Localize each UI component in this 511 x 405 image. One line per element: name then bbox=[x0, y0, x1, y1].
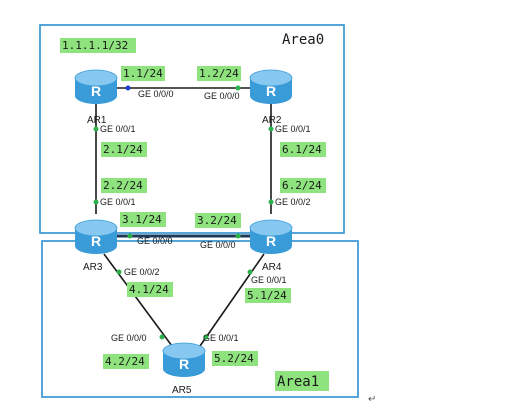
tag-1-2: 1.2/24 bbox=[197, 66, 241, 81]
router-ar2[interactable]: R bbox=[249, 69, 293, 104]
port-dot-ar3-down bbox=[116, 269, 122, 275]
area1-region: Area1 bbox=[41, 240, 359, 398]
router-letter-ar4: R bbox=[266, 233, 276, 249]
port-label-ar5-ge000: GE 0/0/0 bbox=[111, 333, 147, 343]
tag-2-2: 2.2/24 bbox=[101, 178, 147, 193]
tag-loopback: 1.1.1.1/32 bbox=[60, 38, 136, 53]
area1-border bbox=[41, 240, 359, 398]
port-label-ar4-ge001: GE 0/0/1 bbox=[251, 275, 287, 285]
port-dot-ar5-left bbox=[159, 334, 165, 340]
tag-3-2: 3.2/24 bbox=[195, 213, 241, 228]
svg-text:4.1/24: 4.1/24 bbox=[129, 283, 169, 296]
port-dot-ar1-right bbox=[125, 85, 131, 91]
tag-3-1: 3.1/24 bbox=[120, 212, 166, 227]
router-letter-ar3: R bbox=[91, 233, 101, 249]
port-labels: GE 0/0/0 GE 0/0/0 GE 0/0/1 GE 0/0/1 GE 0… bbox=[100, 89, 311, 343]
port-dot-ar4-down bbox=[247, 269, 253, 275]
area0-label: Area0 bbox=[282, 32, 324, 48]
router-icon-ar4-top bbox=[249, 219, 293, 237]
svg-text:6.2/24: 6.2/24 bbox=[282, 179, 322, 192]
return-mark-icon: ↵ bbox=[368, 394, 376, 405]
port-label-ar2-ge000: GE 0/0/0 bbox=[204, 91, 240, 101]
port-label-ar2-ge001: GE 0/0/1 bbox=[275, 124, 311, 134]
router-letter-ar2: R bbox=[266, 83, 276, 99]
port-label-ar4-ge000: GE 0/0/0 bbox=[200, 240, 236, 250]
svg-text:3.2/24: 3.2/24 bbox=[197, 214, 237, 227]
router-icon-ar3-top bbox=[74, 219, 118, 237]
port-dot-ar1-down bbox=[93, 126, 99, 132]
port-dot-ar5-right bbox=[203, 334, 209, 340]
link-ar3-ar5 bbox=[103, 253, 173, 347]
port-dot-ar3-up bbox=[93, 199, 99, 205]
tag-5-1: 5.1/24 bbox=[245, 288, 291, 303]
svg-text:4.2/24: 4.2/24 bbox=[105, 355, 145, 368]
svg-text:3.1/24: 3.1/24 bbox=[122, 213, 162, 226]
router-ar1[interactable]: R bbox=[74, 69, 118, 104]
port-dot-ar3-right bbox=[127, 233, 133, 239]
port-label-ar3-ge001: GE 0/0/1 bbox=[100, 197, 136, 207]
port-label-ar4-ge002: GE 0/0/2 bbox=[275, 197, 311, 207]
router-name-ar3: AR3 bbox=[83, 262, 103, 273]
router-ar3[interactable]: R bbox=[74, 219, 118, 254]
tag-6-2: 6.2/24 bbox=[280, 178, 326, 193]
router-icon-ar5-top bbox=[162, 342, 206, 360]
port-label-ar1-ge001: GE 0/0/1 bbox=[100, 124, 136, 134]
router-names: AR1 AR2 AR3 AR4 AR5 bbox=[83, 115, 282, 396]
svg-text:2.1/24: 2.1/24 bbox=[103, 143, 143, 156]
port-label-ar3-ge002: GE 0/0/2 bbox=[124, 267, 160, 277]
router-ar5[interactable]: R bbox=[162, 342, 206, 377]
port-dot-ar4-left bbox=[235, 233, 241, 239]
tag-2-1: 2.1/24 bbox=[101, 142, 147, 157]
router-name-ar5: AR5 bbox=[172, 385, 192, 396]
port-label-ar1-ge000: GE 0/0/0 bbox=[138, 89, 174, 99]
tag-5-2: 5.2/24 bbox=[212, 351, 258, 366]
address-tags: 1.1.1.1/32 1.1/24 1.2/24 2.1/24 2.2/24 6… bbox=[60, 38, 326, 369]
router-name-ar4: AR4 bbox=[262, 262, 282, 273]
area0-region: Area0 bbox=[39, 24, 345, 234]
svg-text:5.1/24: 5.1/24 bbox=[247, 289, 287, 302]
port-dot-ar2-left bbox=[235, 85, 241, 91]
svg-text:1.1/24: 1.1/24 bbox=[123, 67, 163, 80]
router-icon-ar2-top bbox=[249, 69, 293, 87]
router-letter-ar5: R bbox=[179, 356, 189, 372]
area1-label-bg bbox=[275, 371, 329, 391]
routers: R R R R R bbox=[74, 69, 293, 377]
port-label-ar5-ge001: GE 0/0/1 bbox=[203, 333, 239, 343]
tag-4-1: 4.1/24 bbox=[127, 282, 173, 297]
svg-text:2.2/24: 2.2/24 bbox=[103, 179, 143, 192]
area0-border bbox=[39, 24, 345, 234]
links bbox=[95, 87, 272, 347]
svg-text:1.2/24: 1.2/24 bbox=[199, 67, 239, 80]
tag-1-1: 1.1/24 bbox=[121, 66, 165, 81]
router-icon-ar1-top bbox=[74, 69, 118, 87]
port-dot-ar4-up bbox=[268, 199, 274, 205]
svg-text:6.1/24: 6.1/24 bbox=[282, 143, 322, 156]
router-name-ar2: AR2 bbox=[262, 115, 282, 126]
router-letter-ar1: R bbox=[91, 83, 101, 99]
router-ar4[interactable]: R bbox=[249, 219, 293, 254]
port-label-ar3-ge000: GE 0/0/0 bbox=[137, 236, 173, 246]
port-dot-ar2-down bbox=[268, 126, 274, 132]
tag-4-2: 4.2/24 bbox=[103, 354, 149, 369]
area1-label: Area1 bbox=[277, 374, 319, 390]
tag-6-1: 6.1/24 bbox=[280, 142, 326, 157]
port-dots bbox=[93, 85, 274, 340]
router-name-ar1: AR1 bbox=[87, 115, 107, 126]
svg-text:5.2/24: 5.2/24 bbox=[214, 352, 254, 365]
svg-text:1.1.1.1/32: 1.1.1.1/32 bbox=[62, 39, 128, 52]
link-ar4-ar5 bbox=[199, 253, 265, 347]
